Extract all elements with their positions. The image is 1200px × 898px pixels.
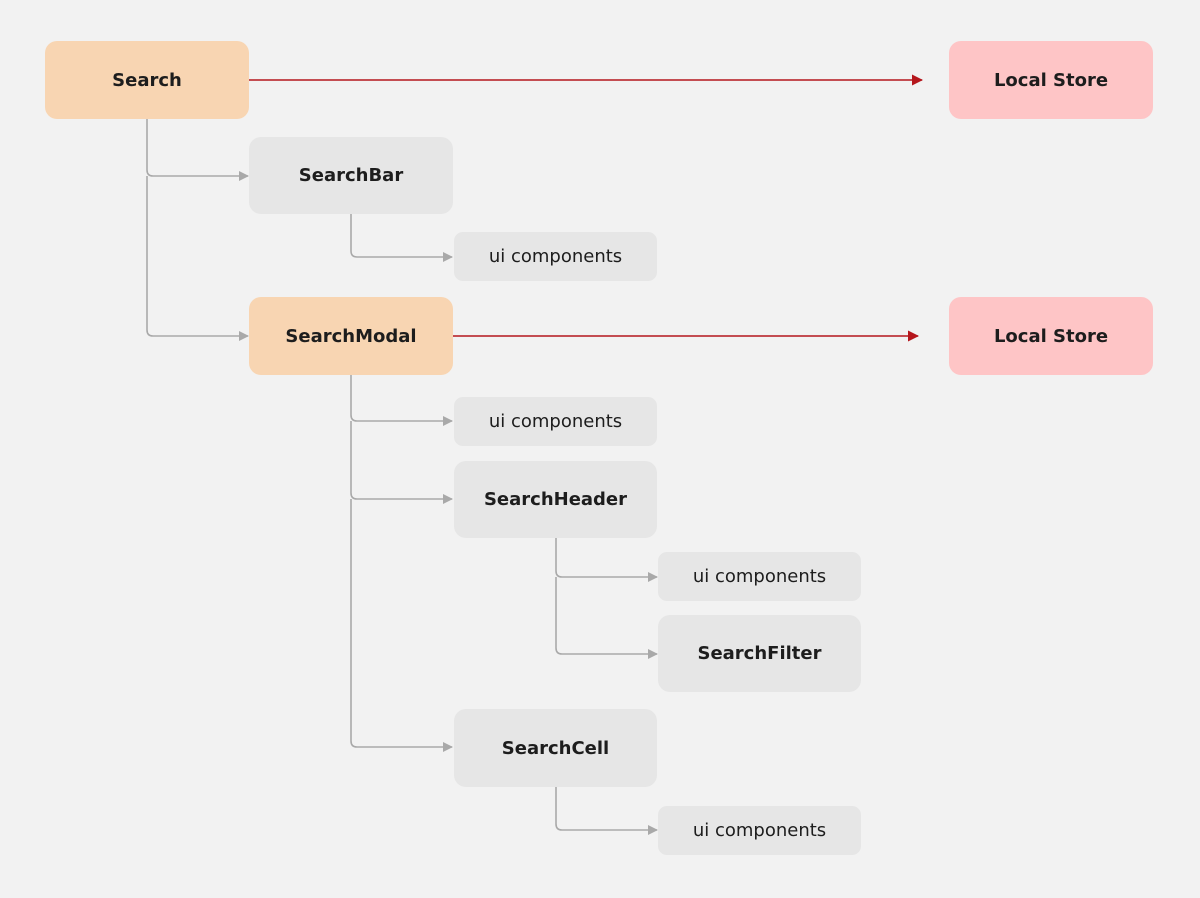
connector-searchheader-to-ui [555, 538, 658, 582]
node-searchheader-ui-components: ui components [658, 552, 861, 601]
node-searchmodal: SearchModal [249, 297, 453, 375]
connector-search-to-searchmodal [146, 176, 249, 341]
node-searchfilter: SearchFilter [658, 615, 861, 692]
connector-searchcell-to-ui [555, 787, 658, 835]
node-local-store-bottom: Local Store [949, 297, 1153, 375]
node-searchcell: SearchCell [454, 709, 657, 787]
node-search: Search [45, 41, 249, 119]
node-searchcell-ui-components: ui components [658, 806, 861, 855]
connector-searchbar-to-ui [350, 214, 453, 262]
node-searchmodal-ui-components: ui components [454, 397, 657, 446]
connector-searchmodal-to-searchcell [350, 499, 453, 752]
connector-searchheader-to-searchfilter [555, 577, 658, 659]
node-searchheader: SearchHeader [454, 461, 657, 538]
connector-searchmodal-to-searchheader [350, 421, 453, 504]
connector-search-to-searchbar [146, 119, 249, 181]
node-searchbar: SearchBar [249, 137, 453, 214]
node-local-store-top: Local Store [949, 41, 1153, 119]
connector-searchmodal-to-ui [350, 375, 453, 426]
node-searchbar-ui-components: ui components [454, 232, 657, 281]
